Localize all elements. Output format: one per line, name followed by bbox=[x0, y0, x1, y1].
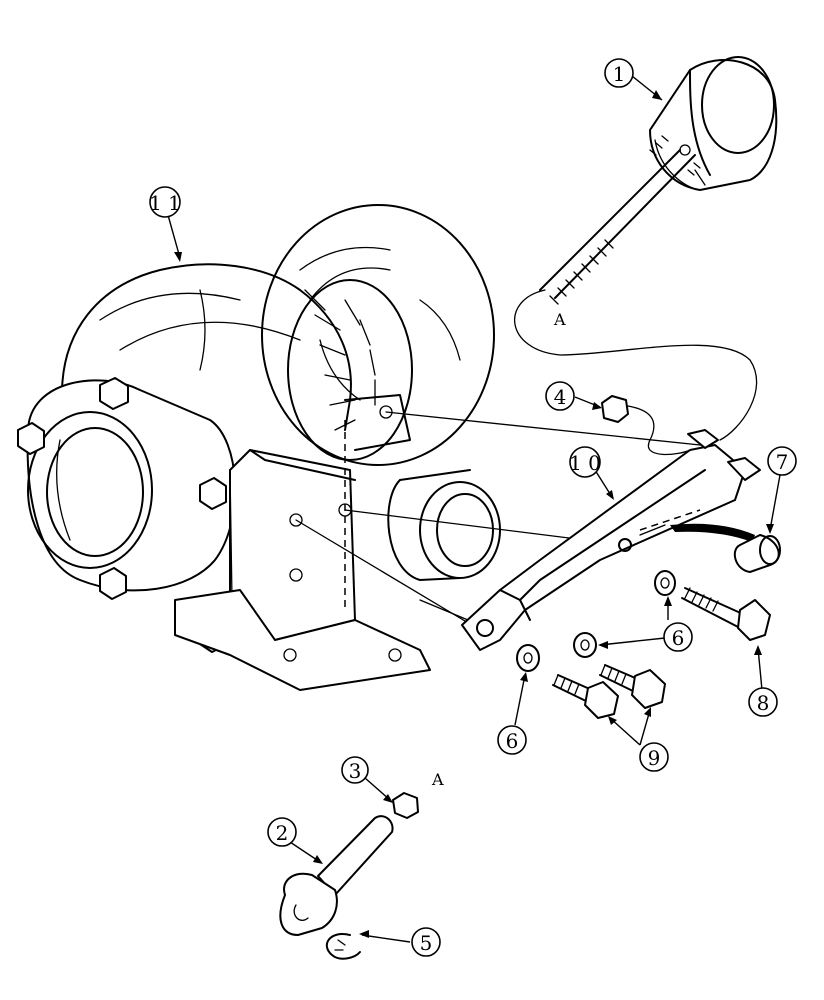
reference-letter-a-lower: A bbox=[431, 770, 444, 789]
svg-text:4: 4 bbox=[554, 385, 567, 409]
svg-text:1 0: 1 0 bbox=[569, 451, 601, 475]
callout-9: 9 bbox=[639, 742, 669, 772]
inlet-flange bbox=[17, 377, 237, 653]
compressor-housing bbox=[261, 204, 495, 466]
svg-text:6: 6 bbox=[506, 729, 519, 753]
callout-10: 1 0 bbox=[569, 446, 601, 478]
center-housing bbox=[344, 394, 411, 610]
callout-2: 2 bbox=[267, 817, 297, 847]
reference-letter-a-upper: A bbox=[553, 310, 566, 329]
e-clip-part-5 bbox=[325, 933, 361, 960]
washer-left bbox=[516, 644, 540, 672]
mounting-base bbox=[174, 589, 431, 691]
callout-6-right: 6 bbox=[663, 622, 693, 652]
svg-text:6: 6 bbox=[672, 626, 685, 650]
svg-text:1 1: 1 1 bbox=[149, 191, 181, 215]
callout-11: 1 1 bbox=[149, 186, 181, 218]
washer-upper bbox=[654, 570, 676, 596]
svg-text:2: 2 bbox=[276, 821, 289, 845]
callout-3: 3 bbox=[341, 756, 369, 784]
callout-1: 1 bbox=[604, 58, 634, 88]
callout-4: 4 bbox=[545, 381, 575, 411]
svg-text:8: 8 bbox=[757, 691, 770, 715]
direction-arrow-icon bbox=[670, 523, 755, 542]
spacer-part-7 bbox=[733, 534, 781, 573]
nut-part-4 bbox=[601, 395, 691, 456]
leader-lines bbox=[167, 75, 781, 943]
callout-8: 8 bbox=[748, 687, 778, 717]
actuator-bracket bbox=[461, 429, 761, 651]
svg-text:9: 9 bbox=[648, 746, 661, 770]
bolt-part-8 bbox=[681, 587, 771, 641]
svg-text:3: 3 bbox=[349, 759, 362, 783]
nut-part-3 bbox=[392, 792, 419, 819]
callout-7: 7 bbox=[767, 446, 797, 476]
callout-6-left: 6 bbox=[497, 725, 527, 755]
connection-path-a bbox=[513, 289, 758, 441]
svg-text:7: 7 bbox=[776, 450, 789, 474]
washer-group bbox=[516, 570, 676, 672]
washer-middle bbox=[573, 632, 597, 658]
wastegate-actuator bbox=[539, 56, 778, 305]
rod-end-clevis-part-2 bbox=[279, 815, 394, 936]
compressor-outlet-tube bbox=[387, 469, 501, 581]
svg-text:1: 1 bbox=[613, 62, 626, 86]
svg-text:5: 5 bbox=[420, 931, 433, 955]
bolt-pair-part-9 bbox=[552, 664, 666, 719]
callout-5: 5 bbox=[411, 927, 441, 957]
